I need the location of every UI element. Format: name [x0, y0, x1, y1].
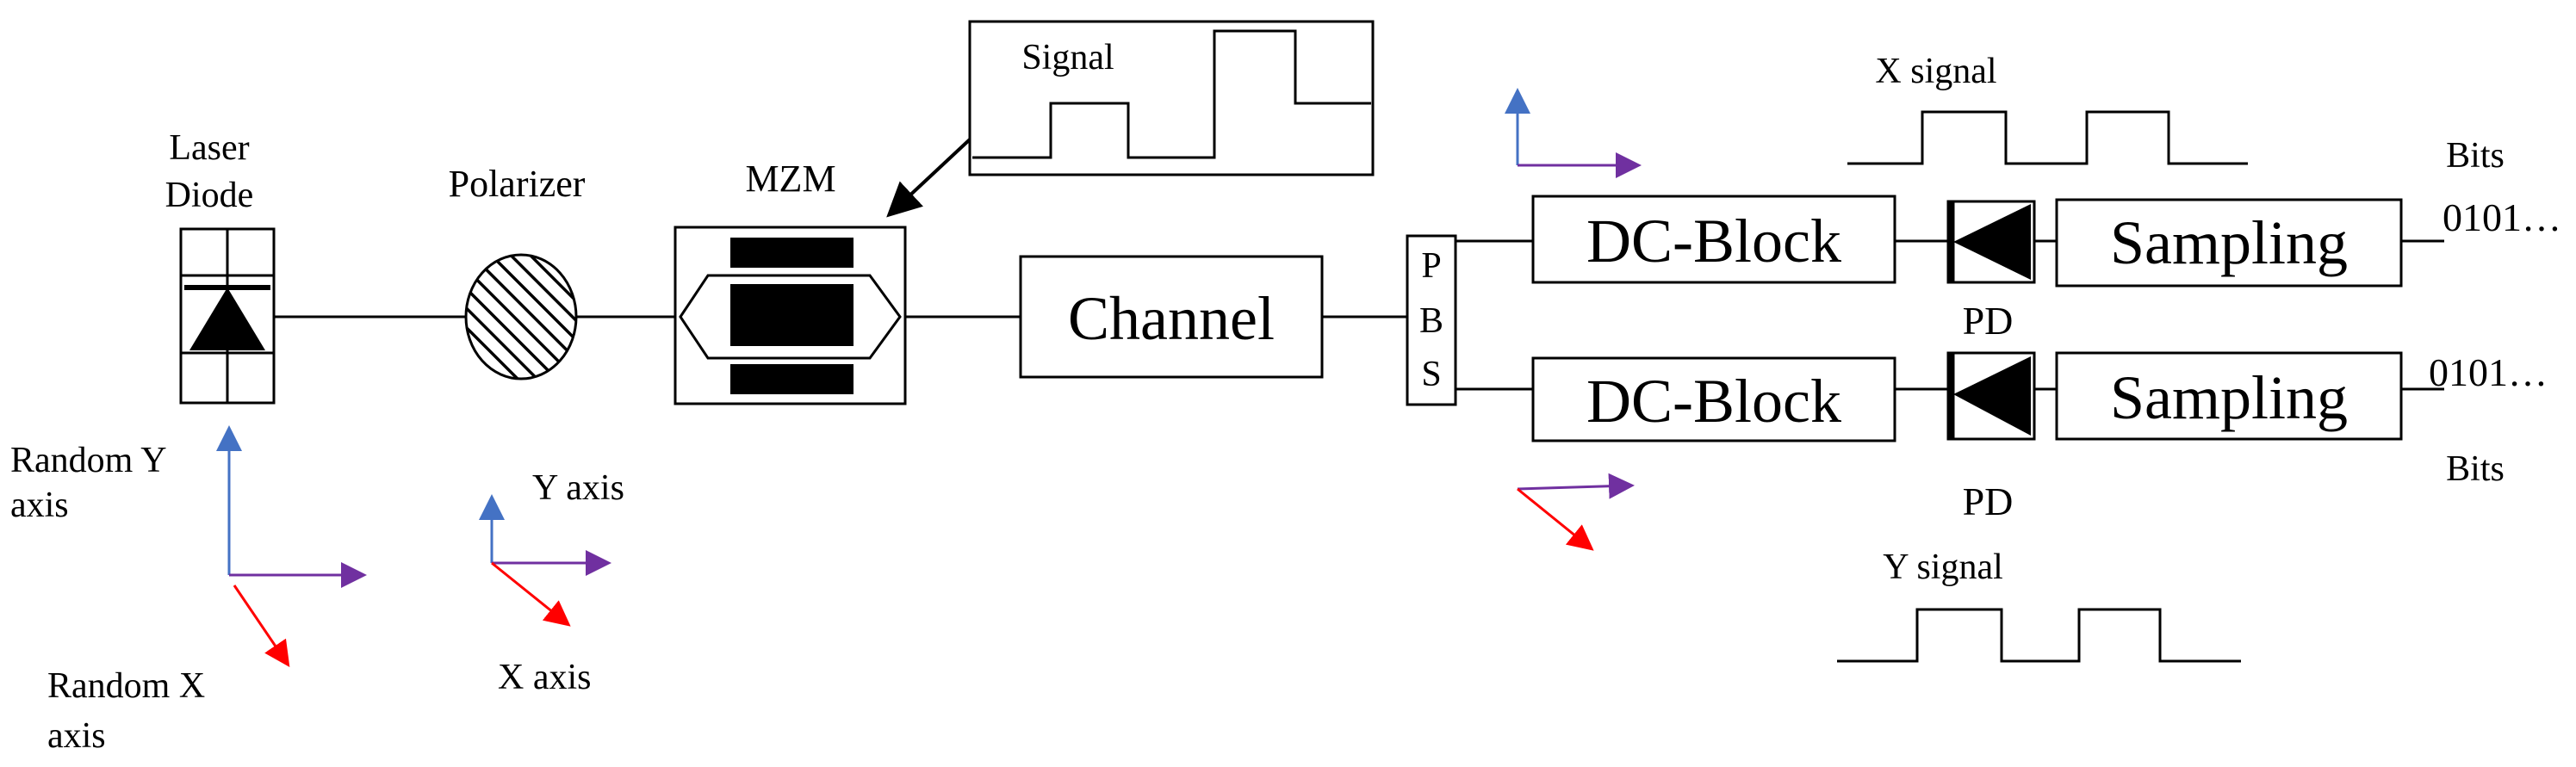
x-axis-label: X axis [498, 658, 592, 697]
laser-diode-symbol [179, 227, 276, 405]
pbs-letter-b: B [1419, 301, 1443, 341]
x-signal-label: X signal [1875, 52, 1996, 91]
sampling-bottom-box [2055, 351, 2403, 441]
dc-block-bottom-label: DC-Block [1586, 367, 1841, 436]
random-y-axis-label-line2: axis [10, 486, 69, 525]
bits-label-bottom: Bits [2446, 449, 2505, 489]
dc-block-bottom-box [1531, 356, 1896, 442]
pbs-letter-p: P [1421, 246, 1441, 286]
y-signal-label: Y signal [1883, 547, 2003, 587]
bits-label-top: Bits [2446, 136, 2505, 176]
dc-block-top-box [1531, 195, 1896, 284]
polarizer-label: Polarizer [449, 163, 586, 205]
bits-value-top: 0101… [2443, 195, 2561, 239]
laser-diode-label-line1: Laser [169, 128, 249, 168]
signal-to-mzm-arrow [886, 138, 971, 218]
random-axes-arrows [216, 425, 367, 667]
signal-label: Signal [1021, 38, 1114, 77]
random-x-axis-label-line2: axis [47, 716, 106, 756]
pd-label-bottom: PD [1963, 479, 2014, 523]
random-x-axis-label-line1: Random X [47, 666, 205, 706]
random-y-axis-label-line1: Random Y [10, 441, 167, 480]
signal-inset [968, 20, 1375, 176]
polarization-arrows-top [1505, 88, 1642, 178]
channel-label: Channel [1068, 284, 1275, 353]
mzm-symbol [673, 226, 907, 405]
polarization-arrows-bottom [1517, 473, 1635, 551]
x-signal-waveform [1847, 110, 2248, 165]
polarizer-symbol [464, 253, 578, 380]
photodiode-top [1946, 200, 2036, 284]
polarizer-axes-arrows [479, 494, 611, 627]
dc-block-top-label: DC-Block [1586, 207, 1841, 275]
sampling-bottom-label: Sampling [2110, 363, 2348, 432]
photodiode-bottom [1946, 351, 2036, 441]
y-signal-waveform [1837, 608, 2241, 663]
pbs-box [1406, 234, 1457, 406]
pbs-letter-s: S [1421, 355, 1441, 394]
mzm-label: MZM [745, 158, 835, 200]
sampling-top-box [2055, 198, 2403, 288]
bits-value-bottom: 0101… [2429, 350, 2548, 394]
y-axis-label: Y axis [532, 468, 624, 508]
laser-diode-label-line2: Diode [165, 176, 254, 215]
sampling-top-label: Sampling [2110, 208, 2348, 277]
pd-label-top: PD [1963, 299, 2014, 343]
